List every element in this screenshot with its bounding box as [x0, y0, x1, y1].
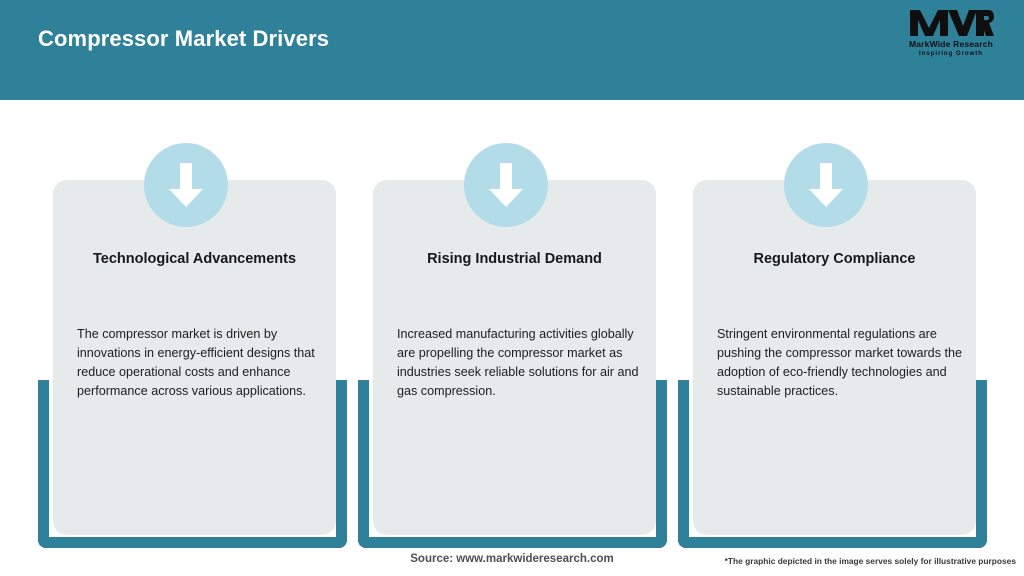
- header-bar: Compressor Market Drivers MarkWide Resea…: [0, 0, 1024, 100]
- driver-card-body: Increased manufacturing activities globa…: [397, 327, 639, 399]
- teal-bracket-frame: [358, 380, 667, 548]
- driver-card-title: Technological Advancements: [92, 251, 297, 267]
- arrow-down-icon: [784, 143, 868, 227]
- driver-column-2: Rising Industrial Demand Increased manuf…: [358, 0, 667, 576]
- teal-bracket-frame: [38, 380, 347, 548]
- source-attribution: Source: www.markwideresearch.com: [410, 553, 614, 565]
- driver-card-body: Stringent environmental regulations are …: [717, 327, 962, 399]
- driver-column-1: Technological Advancements The compresso…: [38, 0, 347, 576]
- mwr-logo-icon: [892, 8, 1010, 38]
- driver-card[interactable]: Technological Advancements The compresso…: [53, 180, 336, 535]
- driver-card-body: The compressor market is driven by innov…: [77, 327, 315, 399]
- driver-card[interactable]: Regulatory Compliance Stringent environm…: [693, 180, 976, 535]
- driver-card[interactable]: Rising Industrial Demand Increased manuf…: [373, 180, 656, 535]
- brand-logo: MarkWide Research Inspiring Growth: [892, 8, 1010, 60]
- driver-column-3: Regulatory Compliance Stringent environm…: [678, 0, 987, 576]
- logo-tagline: Inspiring Growth: [919, 50, 983, 57]
- arrow-down-icon: [144, 143, 228, 227]
- logo-company-name: MarkWide Research: [908, 39, 994, 49]
- page-title: Compressor Market Drivers: [38, 26, 330, 51]
- driver-card-title: Rising Industrial Demand: [427, 251, 602, 267]
- teal-bracket-frame: [678, 380, 987, 548]
- arrow-down-icon: [464, 143, 548, 227]
- driver-card-title: Regulatory Compliance: [753, 251, 916, 267]
- illustrative-disclaimer: *The graphic depicted in the image serve…: [724, 556, 1016, 566]
